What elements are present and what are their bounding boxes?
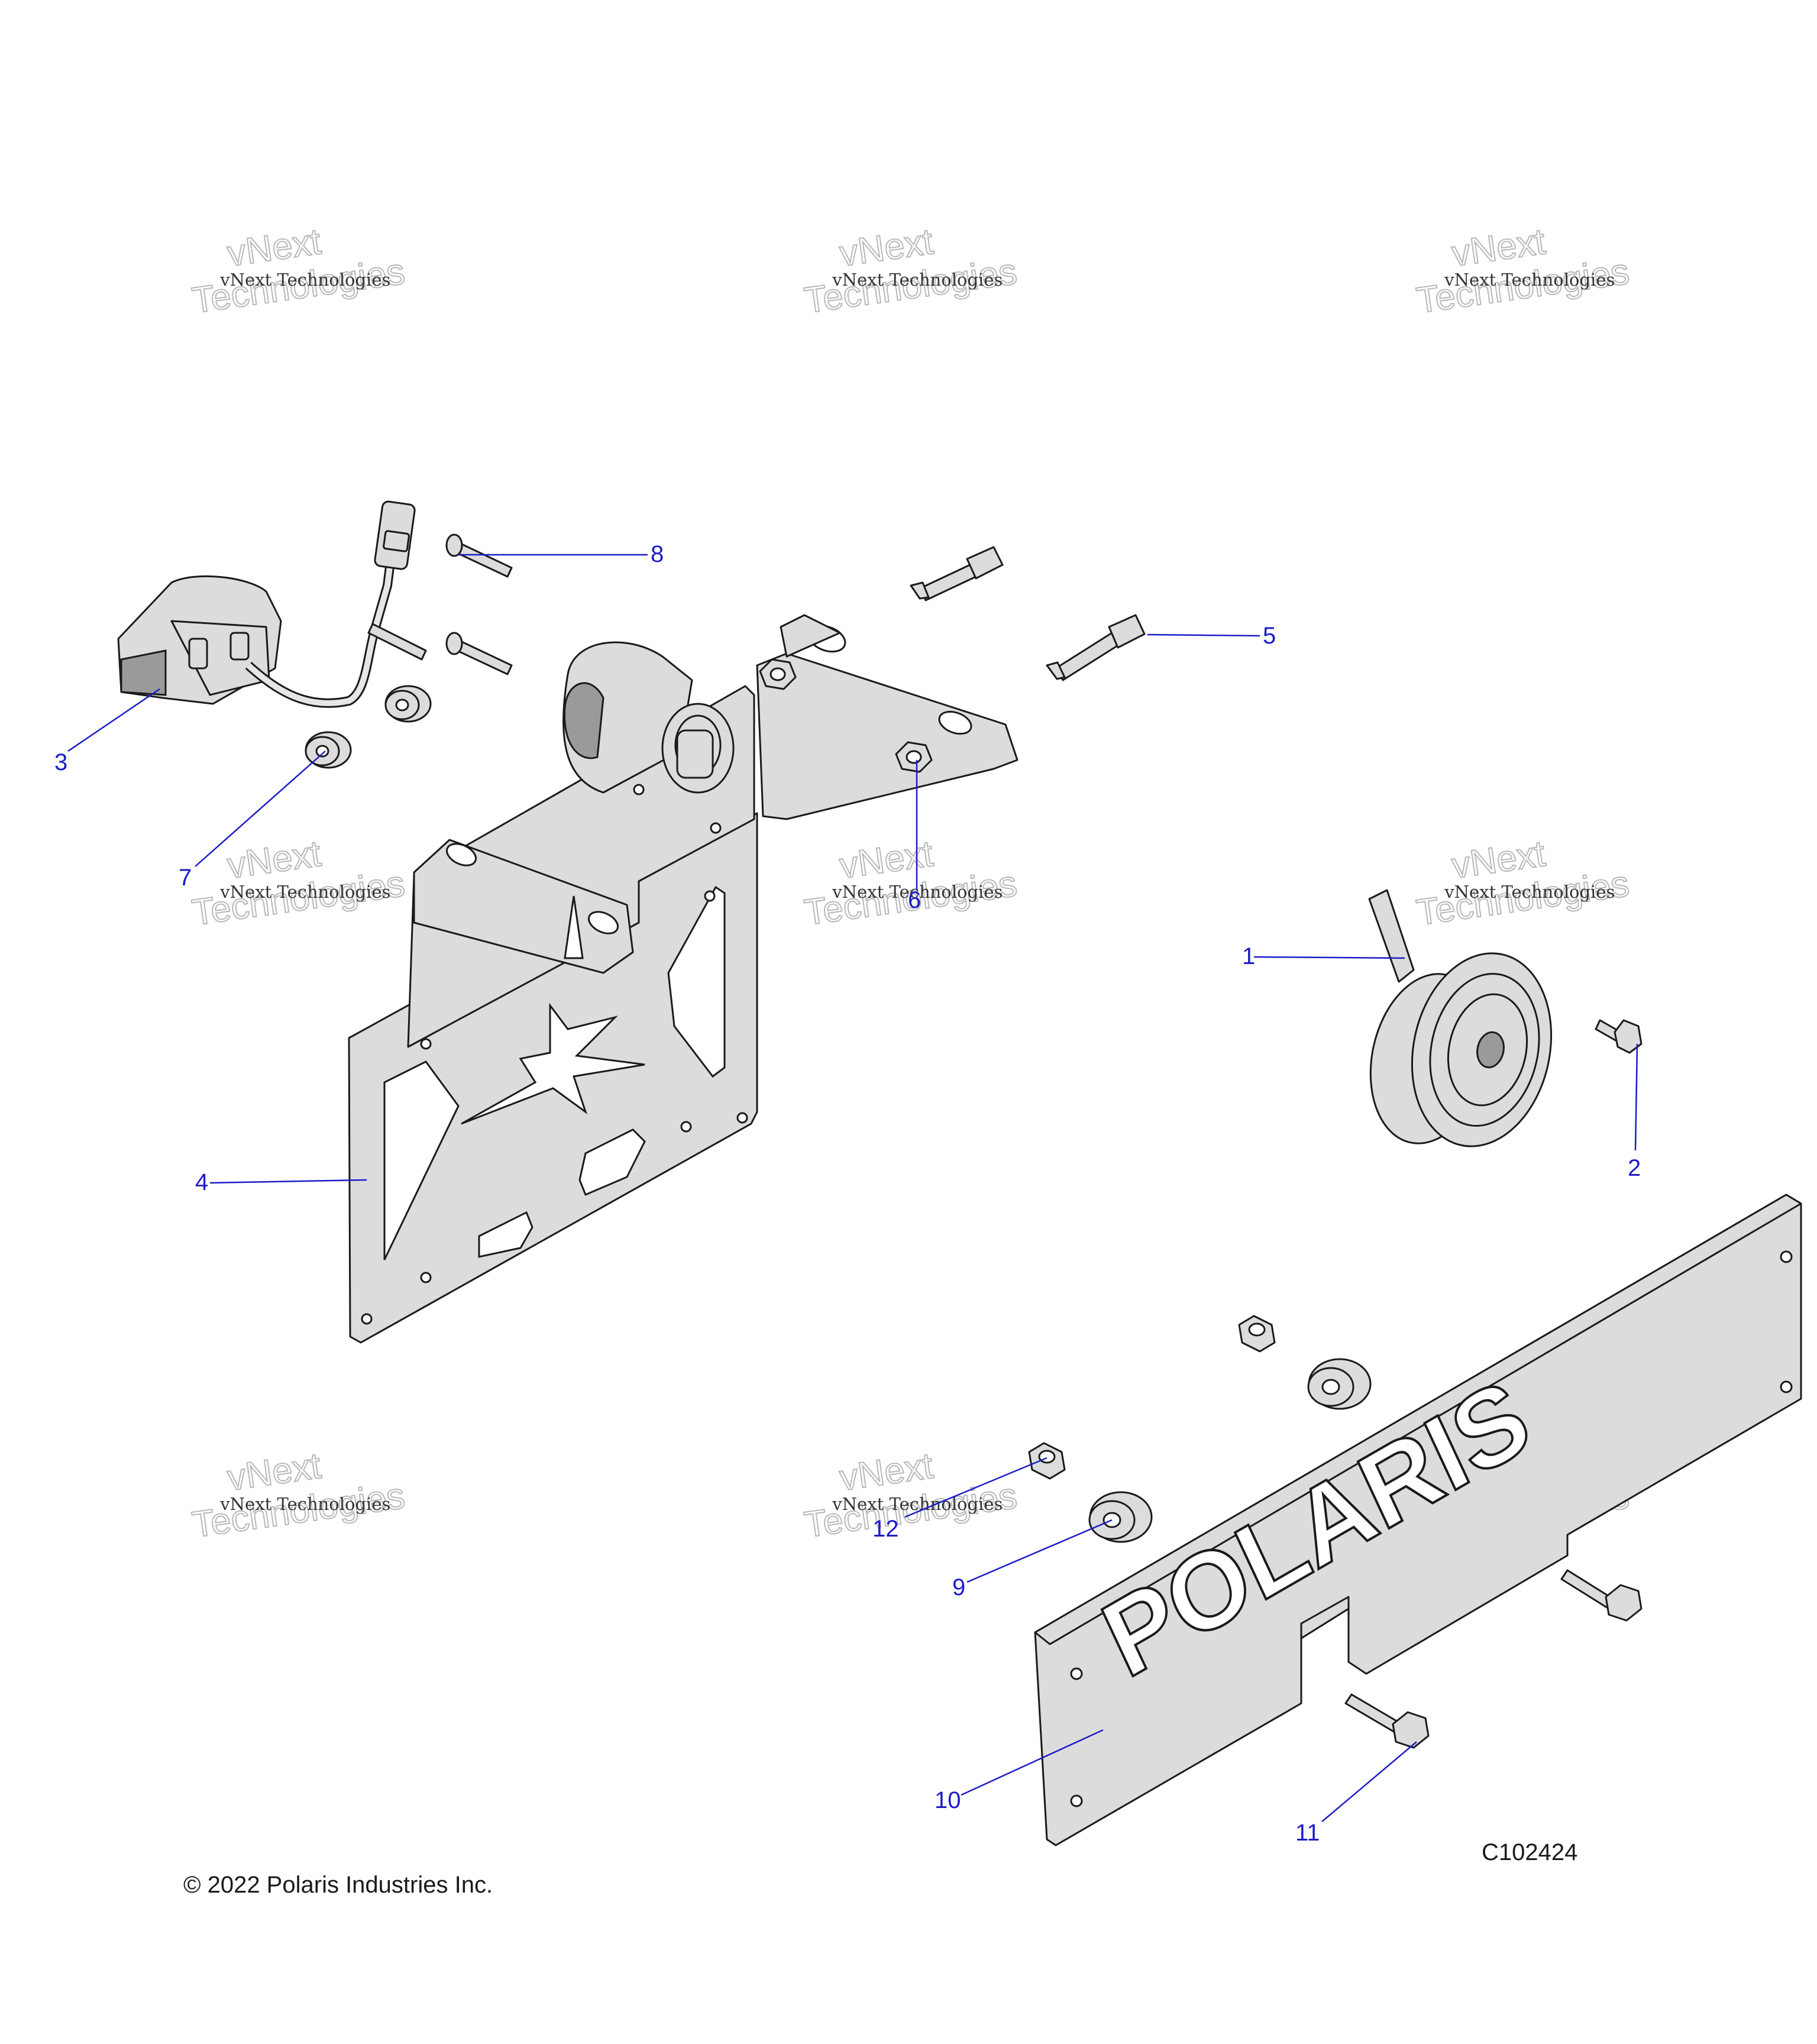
screw-8-upper	[445, 533, 513, 578]
watermark: vNext Technologies vNext Technologies	[189, 221, 408, 322]
bolt-11	[1344, 1693, 1430, 1749]
callout-6: 6	[908, 887, 921, 913]
callout-2: 2	[1628, 1155, 1641, 1181]
callout-labels: 1 2 3 4 5 6 7 8 9 10 11 12	[54, 541, 1641, 1846]
callout-8: 8	[651, 541, 664, 567]
svg-text:vNext Technologies: vNext Technologies	[219, 1494, 390, 1514]
watermark: vNext Technologies vNext Technologies	[801, 221, 1020, 322]
watermark-group: vNext Technologies vNext Technologies vN…	[189, 221, 1632, 1546]
callout-11: 11	[1295, 1820, 1320, 1846]
mounting-bracket-plate	[348, 614, 1019, 1344]
callout-1: 1	[1242, 943, 1255, 969]
bolt	[1560, 1569, 1643, 1622]
grommet	[1307, 1358, 1372, 1410]
svg-text:vNext Technologies: vNext Technologies	[832, 270, 1003, 290]
bolt-5-upper	[910, 546, 1004, 601]
callout-10: 10	[935, 1787, 961, 1813]
svg-text:vNext Technologies: vNext Technologies	[832, 1494, 1003, 1514]
callout-5: 5	[1263, 623, 1276, 649]
callout-9: 9	[952, 1574, 965, 1600]
nut-12	[1028, 1442, 1066, 1480]
callout-12: 12	[872, 1516, 899, 1542]
bolt-5-lower	[1046, 614, 1146, 681]
svg-text:vNext Technologies: vNext Technologies	[1444, 882, 1615, 902]
nut-6-upper	[759, 658, 797, 690]
watermark: vNext Technologies vNext Technologies	[801, 833, 1020, 934]
callout-4: 4	[195, 1169, 208, 1195]
watermark: vNext Technologies vNext Technologies	[1414, 833, 1632, 934]
leader-lines	[67, 554, 1638, 1822]
watermark: vNext Technologies vNext Technologies	[189, 833, 408, 934]
svg-text:vNext Technologies: vNext Technologies	[219, 882, 390, 902]
horn	[1368, 889, 1553, 1147]
callout-3: 3	[54, 749, 67, 775]
watermark: vNext Technologies vNext Technologies	[1414, 221, 1632, 322]
rear-light-housing	[562, 641, 735, 794]
watermark: vNext Technologies vNext Technologies	[801, 1445, 1020, 1546]
nut-6	[895, 741, 933, 773]
spacer	[384, 685, 432, 723]
screw-8-lower	[445, 632, 513, 675]
copyright-notice: © 2022 Polaris Industries Inc.	[183, 1872, 493, 1898]
svg-text:vNext Technologies: vNext Technologies	[1444, 270, 1615, 290]
screw-pin	[367, 623, 427, 661]
horn-bolt-2	[1595, 1019, 1643, 1054]
nut	[1238, 1315, 1276, 1353]
svg-text:vNext Technologies: vNext Technologies	[219, 270, 390, 290]
callout-7: 7	[179, 865, 192, 891]
watermark: vNext Technologies vNext Technologies	[189, 1445, 408, 1546]
figure-id: C102424	[1482, 1839, 1577, 1865]
grommet-9	[1088, 1491, 1153, 1543]
license-plate-light	[117, 500, 416, 708]
